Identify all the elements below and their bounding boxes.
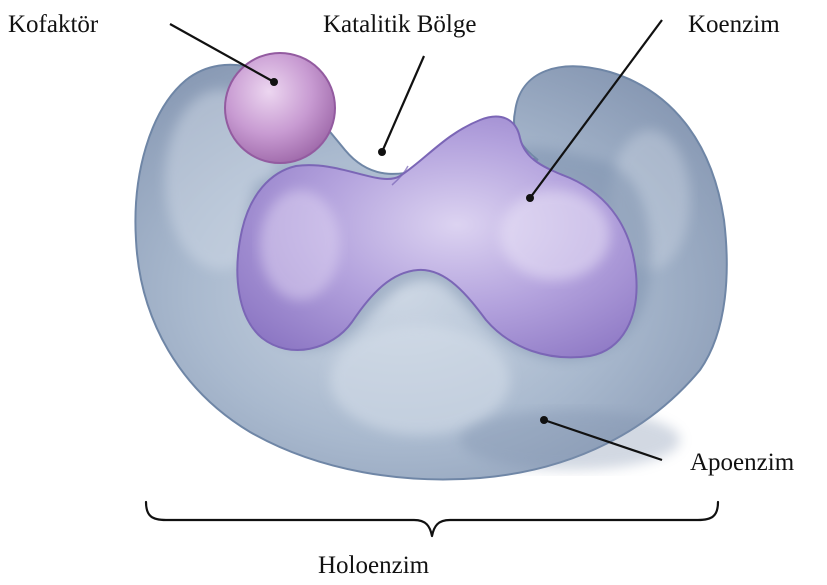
apoenzyme-label: Apoenzim — [690, 449, 795, 476]
cofactor-dot — [270, 78, 278, 86]
apoenzyme-dot — [540, 416, 548, 424]
active-site-label: Katalitik Bölge — [323, 11, 476, 38]
coenzyme-dot — [526, 194, 534, 202]
cofactor-sphere — [225, 53, 335, 163]
cofactor-shape — [225, 53, 335, 163]
active-site-leader — [382, 56, 424, 152]
holoenzyme-label: Holoenzim — [318, 552, 430, 579]
coenzyme-label: Koenzim — [688, 11, 780, 38]
cofactor-label: Kofaktör — [8, 11, 99, 38]
holoenzyme-brace — [146, 502, 718, 536]
active-site-dot — [378, 148, 386, 156]
